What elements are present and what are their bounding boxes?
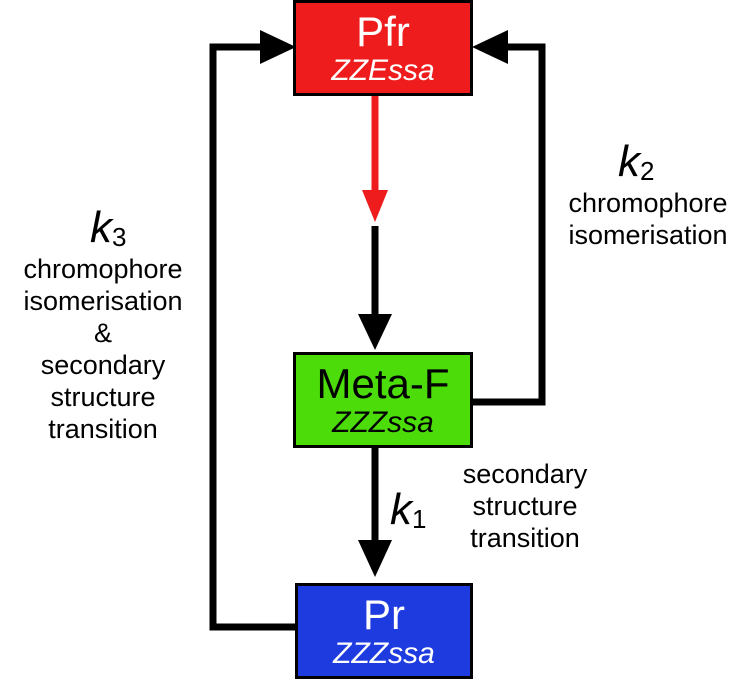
meta-f-state-box: Meta-F ZZZssa (293, 352, 473, 448)
pr-configuration: ZZZssa (333, 637, 435, 670)
k2-subscript: 2 (640, 156, 655, 187)
k3-arrow-head (260, 30, 296, 64)
meta-f-entry-arrow-head (358, 314, 392, 350)
k3-subscript: 3 (112, 222, 127, 253)
k3-description-line-2: isomerisation (23, 286, 183, 317)
pfr-configuration: ZZEssa (331, 54, 435, 87)
k3-label: k3 chromophore isomerisation & secondary… (0, 206, 206, 445)
pr-state-box: Pr ZZZssa (295, 583, 473, 679)
k1-description-line-2: structure (472, 491, 578, 521)
k1-rate-constant: k1 (390, 488, 450, 535)
k3-description-line-3: & (93, 318, 112, 349)
k2-label: k2 chromophore isomerisation (548, 140, 748, 251)
pr-name: Pr (363, 591, 405, 638)
k1-symbol: k (390, 485, 412, 534)
k3-rate-constant: k3 (0, 206, 206, 253)
k1-description-line-3: transition (470, 523, 580, 553)
k3-arrow-line (209, 43, 295, 631)
k3-description-line-6: transition (48, 414, 158, 445)
k2-arrow-head (472, 30, 508, 64)
k3-description-line-4: secondary (40, 350, 166, 381)
k2-description-line-1: chromophore (568, 188, 728, 219)
k3-description-line-5: structure (50, 382, 156, 413)
k1-description: secondary structure transition (430, 458, 620, 554)
meta-f-configuration: ZZZssa (332, 406, 434, 439)
pfr-state-box: Pfr ZZEssa (293, 0, 473, 96)
k3-description-line-1: chromophore (23, 254, 183, 285)
light-arrow-head (362, 190, 388, 222)
meta-f-name: Meta-F (316, 360, 450, 407)
k3-symbol: k (90, 203, 112, 252)
k1-description-line-1: secondary (462, 459, 588, 489)
pfr-name: Pfr (356, 8, 410, 55)
k1-subscript: 1 (412, 504, 427, 535)
k2-description-line-2: isomerisation (568, 220, 728, 251)
k1-arrow-head (358, 540, 392, 577)
k2-arrow-line (472, 43, 546, 406)
k2-rate-constant: k2 (548, 140, 748, 187)
k2-symbol: k (618, 137, 640, 186)
